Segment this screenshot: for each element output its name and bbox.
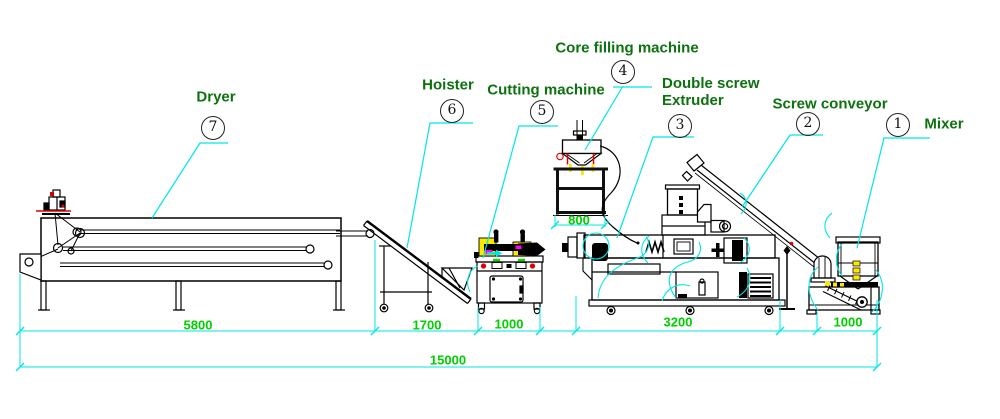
- callout-4: 4: [611, 60, 635, 84]
- label-core-filling-machine: Core filling machine: [555, 39, 699, 57]
- dim-dryer: 5800: [183, 317, 213, 333]
- core-filling-machine-drawing: [553, 120, 640, 245]
- dim-total: 15000: [429, 352, 467, 368]
- hoister-drawing: [336, 220, 473, 313]
- dryer-drawing: [19, 189, 345, 311]
- label-hoister: Hoister: [422, 76, 474, 94]
- callout-6: 6: [440, 99, 464, 123]
- label-cutting-machine: Cutting machine: [487, 81, 605, 99]
- callout-7: 7: [201, 116, 225, 140]
- label-screw-conveyor: Screw conveyor: [772, 95, 888, 113]
- mixer-drawing: [806, 236, 881, 315]
- callout-1: 1: [886, 113, 910, 137]
- cutting-machine-drawing: [474, 229, 546, 315]
- dim-cutting-machine: 1000: [494, 316, 524, 332]
- callout-2: 2: [796, 112, 820, 136]
- dim-core-filling: 800: [568, 212, 590, 228]
- label-extruder: Double screw Extruder: [662, 75, 760, 109]
- extruder-drawing: [562, 184, 786, 316]
- callout-3: 3: [668, 114, 692, 138]
- dimension-lines: [15, 215, 882, 372]
- dim-hoister: 1700: [412, 317, 442, 333]
- screw-conveyor-drawing: [681, 153, 821, 310]
- annotation-squiggles: [467, 192, 883, 313]
- dim-extruder: 3200: [663, 314, 693, 330]
- label-dryer: Dryer: [196, 88, 236, 106]
- dim-mixer: 1000: [833, 314, 863, 330]
- callout-5: 5: [530, 100, 554, 124]
- label-mixer: Mixer: [924, 115, 964, 133]
